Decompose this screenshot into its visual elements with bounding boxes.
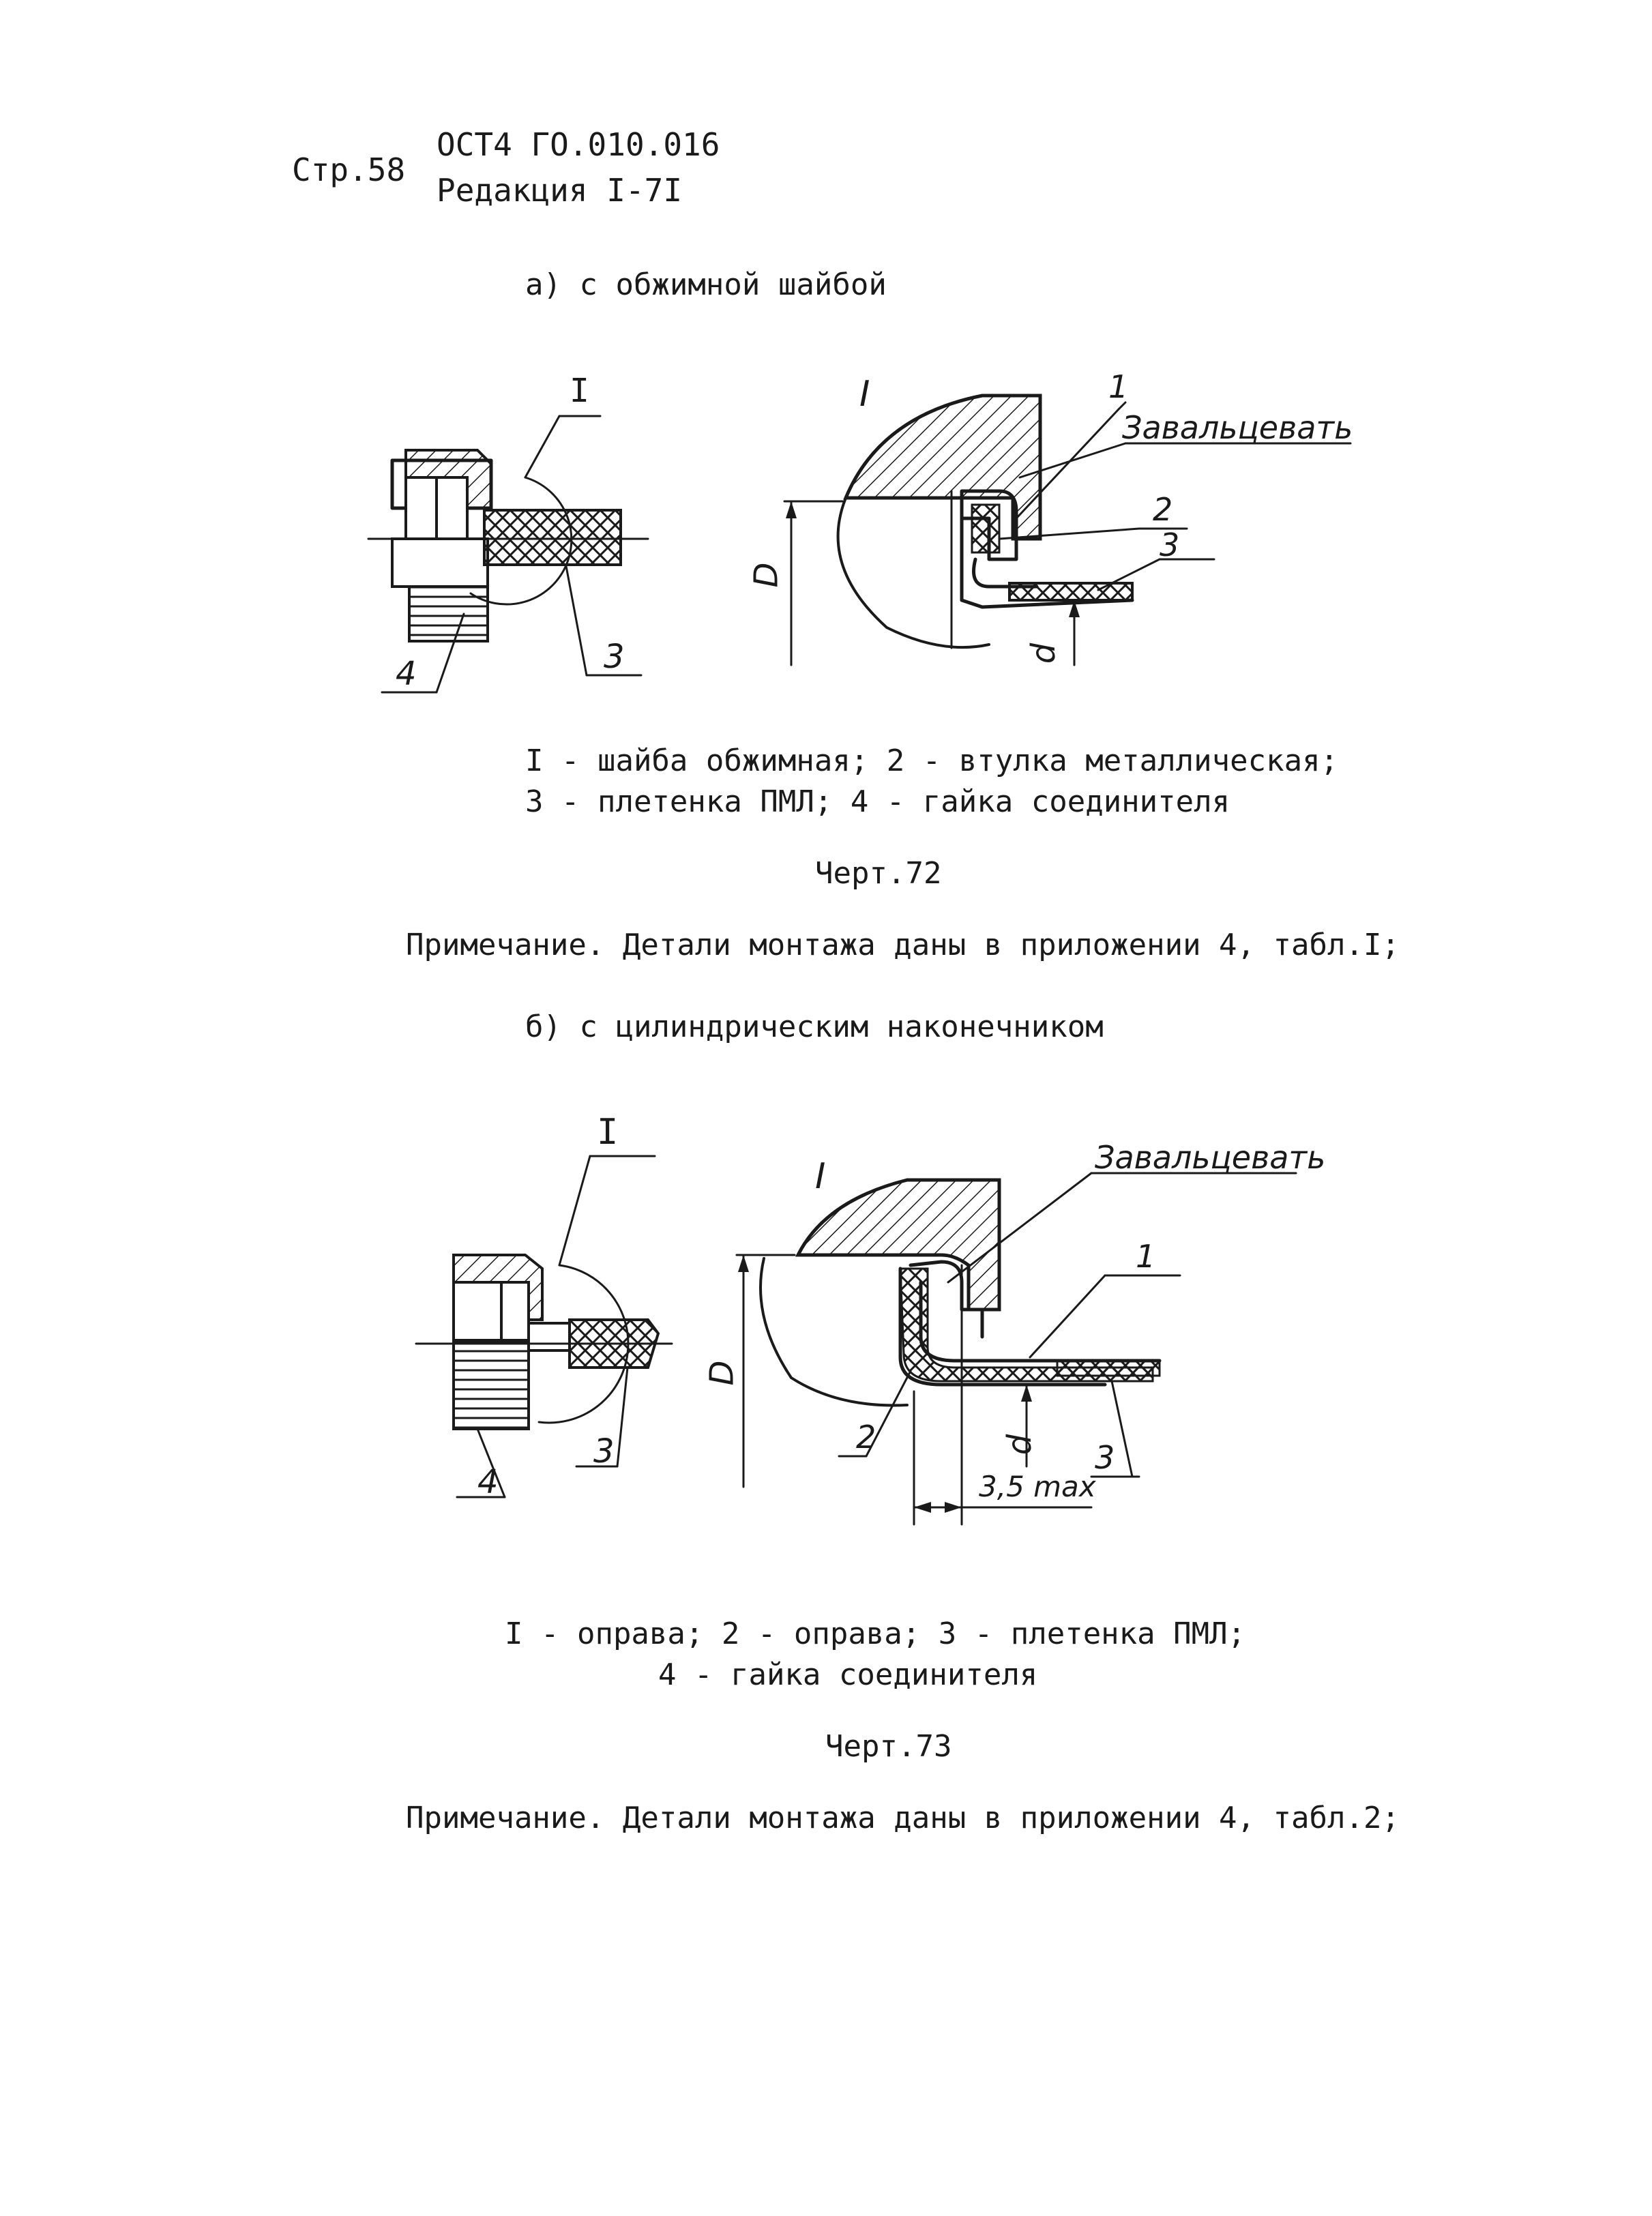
page-number: Стр.58 <box>292 151 406 188</box>
revision: Редакция I-7I <box>437 172 683 209</box>
section-b-heading: б) с цилиндрическим наконечником <box>525 1009 1104 1044</box>
fig73-dim-D: D <box>703 1360 741 1386</box>
fig73-legend-line2: 4 - гайка соединителя <box>658 1657 1038 1692</box>
fig72-callout-4: 4 <box>396 655 417 693</box>
fig72-caption: Черт.72 <box>815 856 942 891</box>
fig72-dim-d: d <box>1024 642 1063 664</box>
fig72-detail-view <box>783 394 1352 666</box>
fig72-callout-1: 1 <box>1108 368 1129 405</box>
standard-code: ОСТ4 ГО.010.016 <box>437 126 720 163</box>
fig73-dim-d: d <box>1001 1434 1039 1456</box>
fig73-callout-detail-view: I <box>815 1156 826 1197</box>
fig72-connector-view <box>367 415 649 694</box>
section-a-heading: а) с обжимной шайбой <box>525 267 887 302</box>
fig73-caption: Черт.73 <box>825 1729 952 1764</box>
fig73-callout-3: 3 <box>1095 1439 1115 1476</box>
fig72-callout-note-word: Завальцевать <box>1122 409 1353 446</box>
fig72-callout-view: I <box>570 372 589 410</box>
fig73-callout-view: I <box>597 1112 619 1153</box>
fig73-connector-view <box>415 1155 673 1498</box>
fig73-dim-length: 3,5 max <box>979 1470 1096 1503</box>
fig73-callout-4: 4 <box>477 1463 499 1501</box>
fig72-callout-3-left: 3 <box>604 638 625 676</box>
fig73-detail-view <box>735 1172 1297 1526</box>
fig73-legend-line1: I - оправа; 2 - оправа; 3 - плетенка ПМЛ… <box>505 1616 1246 1651</box>
fig73-note: Примечание. Детали монтажа даны в прилож… <box>406 1801 1400 1835</box>
fig73-callout-note-word: Завальцевать <box>1095 1139 1326 1176</box>
fig72-legend-line2: 3 - плетенка ПМЛ; 4 - гайка соединителя <box>525 784 1230 819</box>
fig72-legend-line1: I - шайба обжимная; 2 - втулка металличе… <box>525 743 1339 778</box>
fig72-dim-D: D <box>747 562 786 588</box>
fig73-callout-2: 2 <box>856 1419 876 1456</box>
fig72-note: Примечание. Детали монтажа даны в прилож… <box>406 928 1400 962</box>
fig72-callout-3: 3 <box>1160 527 1180 563</box>
fig73-callout-3-left: 3 <box>593 1432 615 1471</box>
fig73-callout-1: 1 <box>1136 1238 1156 1275</box>
fig72-callout-detail-view: I <box>859 374 870 415</box>
fig72-callout-2: 2 <box>1153 491 1173 528</box>
